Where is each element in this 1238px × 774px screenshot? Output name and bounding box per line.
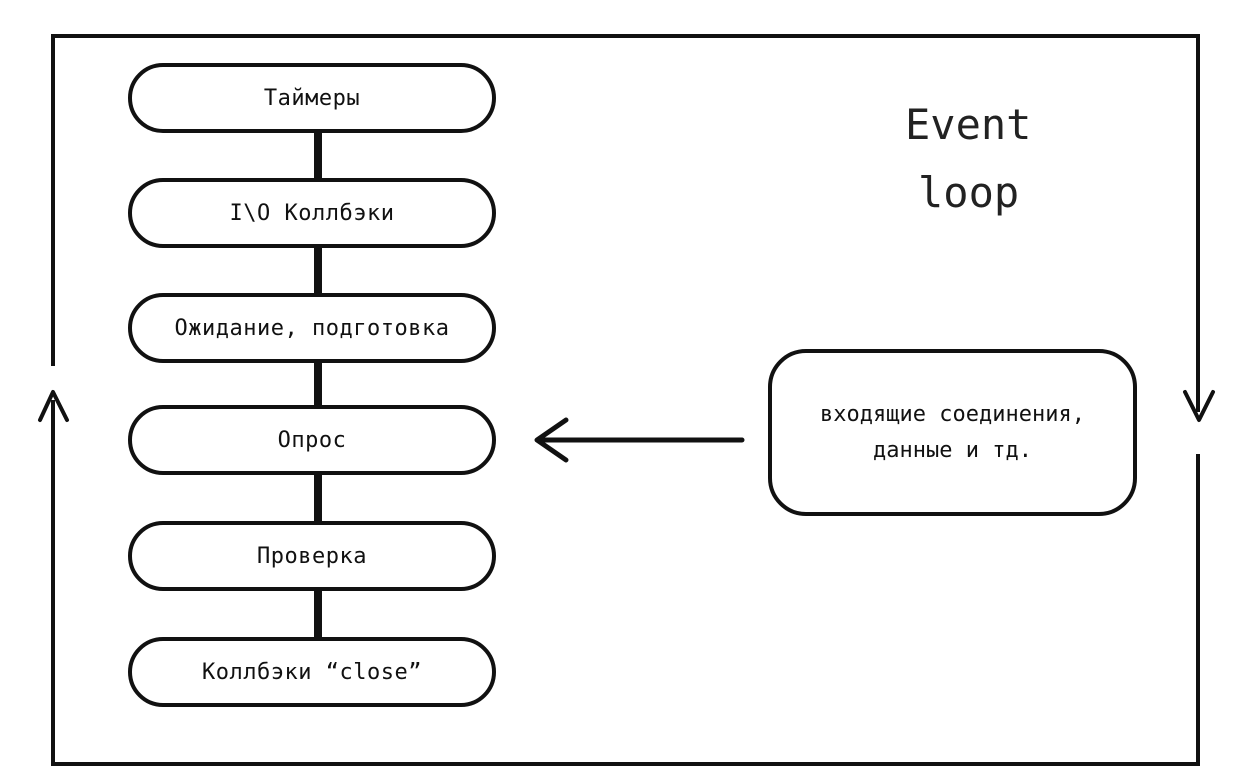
phase-check: Проверка [128, 521, 496, 591]
phase-io-callbacks: I\O Коллбэки [128, 178, 496, 248]
phase-close-callbacks: Коллбэки “close” [128, 637, 496, 707]
incoming-line-2: данные и тд. [873, 437, 1032, 463]
phase-label: Коллбэки “close” [202, 659, 422, 685]
left-arrow-icon [534, 417, 569, 463]
diagram-title-line-2: loop [918, 168, 1020, 217]
loop-down-arrow-icon [1183, 390, 1215, 422]
phase-label: Проверка [257, 543, 367, 569]
phase-label: Опрос [277, 427, 347, 453]
phase-timers: Таймеры [128, 63, 496, 133]
diagram-title-line-1: Event [905, 100, 1032, 149]
loop-up-arrow-icon [38, 390, 69, 422]
phase-label: I\O Коллбэки [229, 200, 395, 226]
phase-label: Таймеры [263, 85, 361, 111]
loop-frame-bottom [51, 400, 1200, 766]
loop-frame-top-right [51, 34, 1200, 412]
phase-idle-prepare: Ожидание, подготовка [128, 293, 496, 363]
phase-label: Ожидание, подготовка [174, 315, 450, 341]
phase-poll: Опрос [128, 405, 496, 475]
incoming-events-box: входящие соединения, данные и тд. [768, 349, 1137, 516]
incoming-line-1: входящие соединения, [820, 401, 1085, 427]
